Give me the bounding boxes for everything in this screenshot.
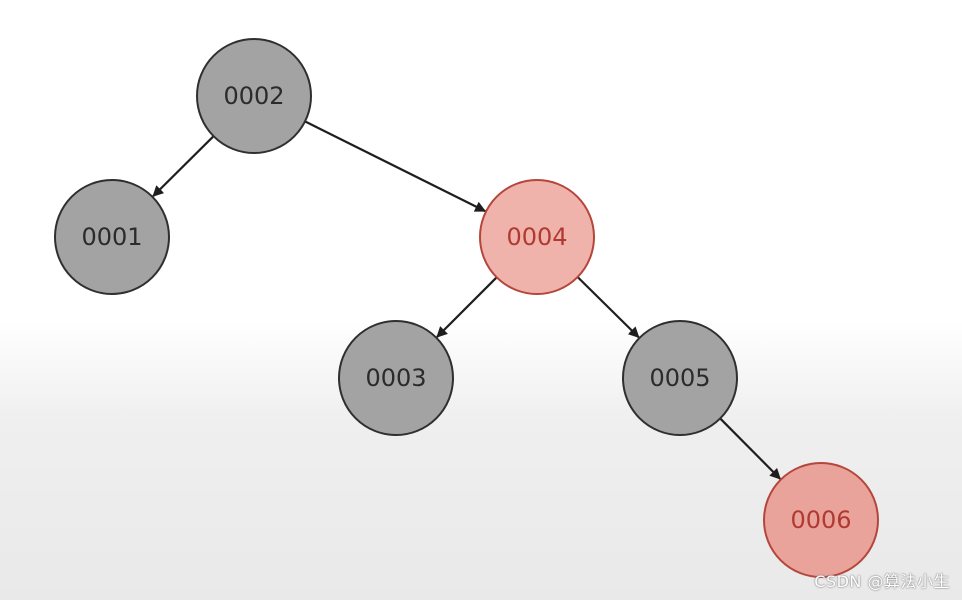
edge-n5-to-n6 bbox=[719, 417, 781, 480]
tree-node-0004: 0004 bbox=[479, 179, 595, 295]
node-label-0005: 0005 bbox=[649, 364, 710, 392]
edge-n4-to-n3 bbox=[436, 276, 498, 338]
edge-n4-to-n5 bbox=[576, 276, 640, 339]
watermark: CSDN @算法小生 bbox=[814, 572, 950, 591]
edges-layer bbox=[152, 120, 781, 480]
node-circle-0005 bbox=[622, 320, 738, 436]
tree-node-0005: 0005 bbox=[622, 320, 738, 436]
nodes-layer: 0002 0001 0004 0003 0005 0006 bbox=[54, 38, 879, 578]
node-label-0003: 0003 bbox=[365, 364, 426, 392]
tree-node-0006: 0006 bbox=[763, 462, 879, 578]
node-label-0001: 0001 bbox=[81, 223, 142, 251]
edge-n2-to-n1 bbox=[152, 135, 215, 197]
edge-n2-to-n4 bbox=[304, 120, 487, 213]
node-circle-0001 bbox=[54, 179, 170, 295]
tree-node-0002: 0002 bbox=[196, 38, 312, 154]
node-label-0004: 0004 bbox=[506, 223, 567, 251]
node-circle-0006 bbox=[763, 462, 879, 578]
node-circle-0004 bbox=[479, 179, 595, 295]
node-label-0006: 0006 bbox=[790, 506, 851, 534]
tree-node-0003: 0003 bbox=[338, 320, 454, 436]
node-circle-0002 bbox=[196, 38, 312, 154]
node-label-0002: 0002 bbox=[223, 82, 284, 110]
tree-node-0001: 0001 bbox=[54, 179, 170, 295]
node-circle-0003 bbox=[338, 320, 454, 436]
